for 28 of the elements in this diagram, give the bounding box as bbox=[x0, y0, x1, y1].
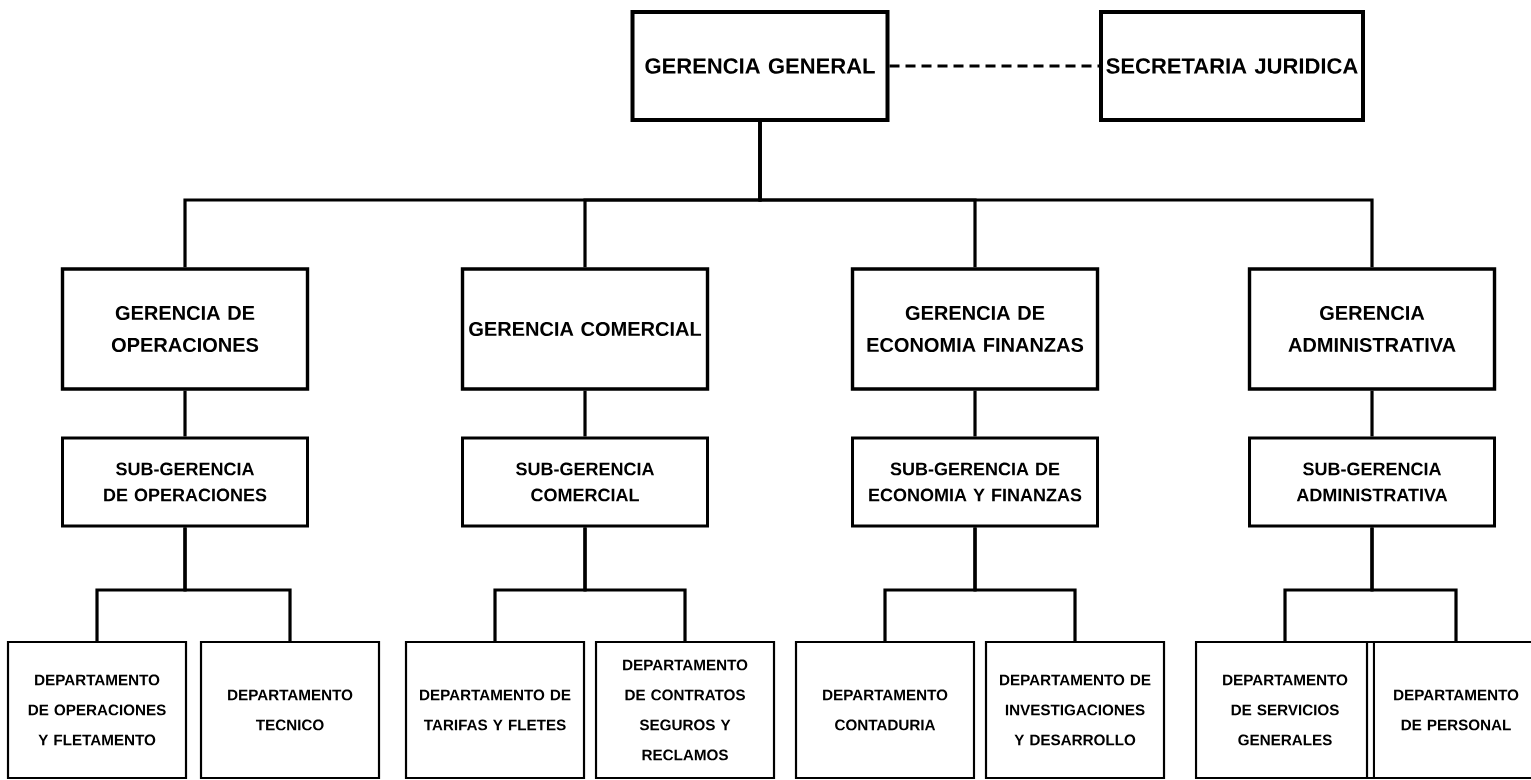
management-box: GERENCIA DE ECONOMIA FINANZAS bbox=[850, 267, 1100, 391]
department-box: DEPARTAMENTO DE PERSONAL bbox=[1365, 640, 1531, 780]
department-box: DEPARTAMENTO DE CONTRATOS SEGUROS Y RECLAMOS bbox=[594, 640, 776, 780]
sub-management-box: SUB-GERENCIA DE ECONOMIA Y FINANZAS bbox=[851, 436, 1099, 528]
department-box: DEPARTAMENTO DE INVESTIGACIONES Y DESARROLLO bbox=[984, 640, 1166, 780]
connector-line bbox=[758, 122, 1374, 268]
sub-management-box: SUB-GERENCIA COMERCIAL bbox=[461, 436, 709, 528]
connector-line bbox=[183, 390, 187, 437]
management-box: GERENCIA ADMINISTRATIVA bbox=[1247, 267, 1497, 391]
department-box: DEPARTAMENTO CONTADURIA bbox=[794, 640, 976, 780]
connector-line bbox=[1370, 527, 1458, 641]
department-box: DEPARTAMENTO DE TARIFAS Y FLETES bbox=[404, 640, 586, 780]
management-box: GERENCIA GENERAL bbox=[630, 10, 890, 122]
management-box: SECRETARIA JURIDICA bbox=[1099, 10, 1365, 122]
connector-line bbox=[973, 527, 1077, 641]
connector-line bbox=[183, 527, 292, 641]
management-box: GERENCIA COMERCIAL bbox=[460, 267, 710, 391]
dashed-connector bbox=[889, 64, 1099, 68]
sub-management-box: SUB-GERENCIA ADMINISTRATIVA bbox=[1248, 436, 1496, 528]
connector-line bbox=[583, 527, 687, 641]
department-box: DEPARTAMENTO TECNICO bbox=[199, 640, 381, 780]
department-box: DEPARTAMENTO DE SERVICIOS GENERALES bbox=[1194, 640, 1376, 780]
connector-line bbox=[1370, 390, 1374, 437]
connector-line bbox=[973, 390, 977, 437]
connector-line bbox=[583, 390, 587, 437]
management-box: GERENCIA DE OPERACIONES bbox=[60, 267, 310, 391]
department-box: DEPARTAMENTO DE OPERACIONES Y FLETAMENTO bbox=[6, 640, 188, 780]
sub-management-box: SUB-GERENCIA DE OPERACIONES bbox=[61, 436, 309, 528]
